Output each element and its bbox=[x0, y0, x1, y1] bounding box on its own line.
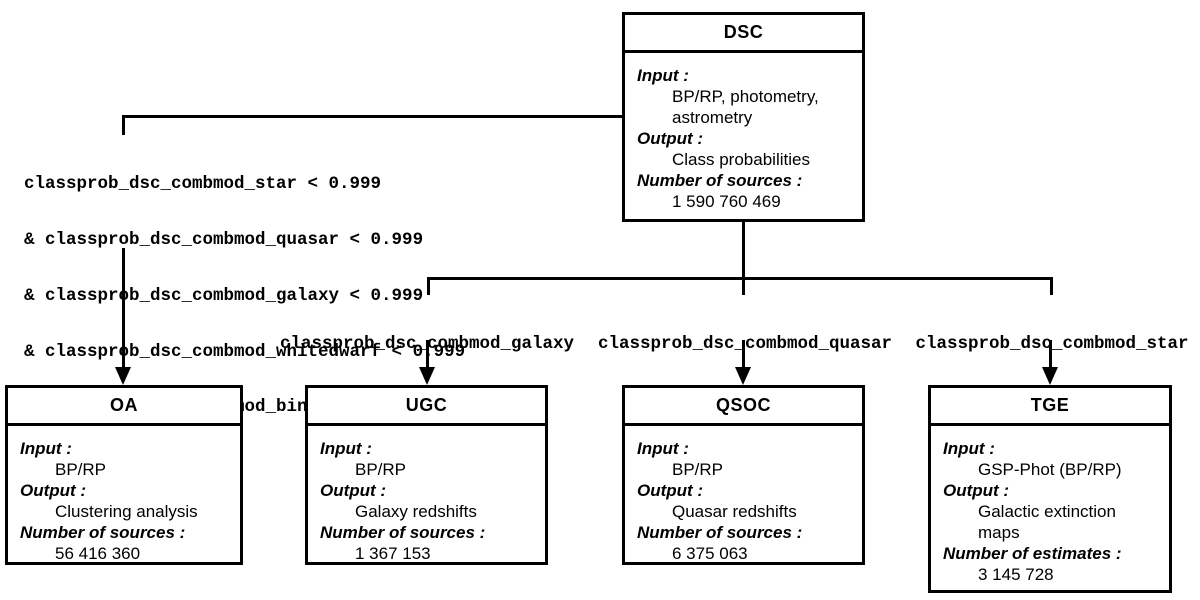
input-value: BP/RP, photometry, bbox=[672, 87, 819, 106]
input-label: Input : bbox=[637, 439, 689, 458]
node-dsc: DSC Input : BP/RP, photometry, astrometr… bbox=[622, 12, 865, 222]
connector-stub-oa bbox=[122, 115, 125, 135]
input-label: Input : bbox=[320, 439, 372, 458]
node-ugc-title: UGC bbox=[308, 388, 545, 426]
condition-line: classprob_dsc_combmod_star < 0.999 bbox=[24, 174, 382, 195]
input-label: Input : bbox=[943, 439, 995, 458]
input-value: GSP-Phot (BP/RP) bbox=[978, 460, 1122, 479]
node-oa-body: Input : BP/RP Output : Clustering analys… bbox=[8, 426, 240, 564]
condition-name: classprob_dsc_combmod_star bbox=[915, 334, 1189, 354]
arrowhead-oa bbox=[115, 367, 131, 385]
node-qsoc: QSOC Input : BP/RP Output : Quasar redsh… bbox=[622, 385, 865, 565]
output-label: Output : bbox=[637, 129, 704, 148]
output-value: maps bbox=[978, 523, 1020, 542]
condition-line: & classprob_dsc_combmod_whitedwarf < 0.9… bbox=[24, 341, 466, 362]
condition-name: classprob_dsc_combmod_quasar bbox=[597, 334, 893, 354]
count-label: Number of sources : bbox=[320, 523, 486, 542]
output-value: Quasar redshifts bbox=[672, 502, 797, 521]
input-value: BP/RP bbox=[672, 460, 724, 479]
count-label: Number of sources : bbox=[637, 523, 803, 542]
input-label: Input : bbox=[20, 439, 72, 458]
node-oa-title: OA bbox=[8, 388, 240, 426]
output-label: Output : bbox=[943, 481, 1010, 500]
output-label: Output : bbox=[320, 481, 387, 500]
output-label: Output : bbox=[20, 481, 87, 500]
connector-line-dsc-to-oa bbox=[122, 115, 625, 118]
output-value: Class probabilities bbox=[672, 150, 810, 169]
arrowhead-qsoc bbox=[735, 367, 751, 385]
node-dsc-body: Input : BP/RP, photometry, astrometry Ou… bbox=[625, 53, 862, 212]
count-value: 1 367 153 bbox=[355, 544, 431, 563]
input-label: Input : bbox=[637, 66, 689, 85]
node-dsc-title: DSC bbox=[625, 15, 862, 53]
connector-arrow-line-ugc bbox=[426, 340, 429, 370]
output-value: Galactic extinction bbox=[978, 502, 1116, 521]
input-value: BP/RP bbox=[355, 460, 407, 479]
arrowhead-ugc bbox=[419, 367, 435, 385]
output-value: Galaxy redshifts bbox=[355, 502, 477, 521]
connector-line-dsc-down bbox=[742, 222, 745, 295]
count-value: 56 416 360 bbox=[55, 544, 141, 563]
connector-stub-ugc bbox=[427, 277, 430, 295]
node-qsoc-title: QSOC bbox=[625, 388, 862, 426]
connector-arrow-line-tge bbox=[1049, 340, 1052, 370]
output-value: Clustering analysis bbox=[55, 502, 198, 521]
condition-name: classprob_dsc_combmod_galaxy bbox=[279, 334, 575, 354]
count-label: Number of estimates : bbox=[943, 544, 1122, 563]
connector-line-horizontal bbox=[427, 277, 1053, 280]
node-tge: TGE Input : GSP-Phot (BP/RP) Output : Ga… bbox=[928, 385, 1172, 593]
node-ugc: UGC Input : BP/RP Output : Galaxy redshi… bbox=[305, 385, 548, 565]
count-label: Number of sources : bbox=[637, 171, 803, 190]
condition-line: & classprob_dsc_combmod_galaxy < 0.999 bbox=[24, 285, 424, 306]
arrowhead-tge bbox=[1042, 367, 1058, 385]
count-value: 1 590 760 469 bbox=[672, 192, 781, 211]
input-value: BP/RP bbox=[55, 460, 107, 479]
node-ugc-body: Input : BP/RP Output : Galaxy redshifts … bbox=[308, 426, 545, 564]
connector-arrow-line-oa bbox=[122, 248, 125, 370]
node-tge-body: Input : GSP-Phot (BP/RP) Output : Galact… bbox=[931, 426, 1169, 585]
node-oa: OA Input : BP/RP Output : Clustering ana… bbox=[5, 385, 243, 565]
count-label: Number of sources : bbox=[20, 523, 186, 542]
connector-arrow-line-qsoc bbox=[742, 340, 745, 370]
node-tge-title: TGE bbox=[931, 388, 1169, 426]
input-value: astrometry bbox=[672, 108, 753, 127]
output-label: Output : bbox=[637, 481, 704, 500]
connector-stub-tge bbox=[1050, 277, 1053, 295]
condition-line: & classprob_dsc_combmod_quasar < 0.999 bbox=[24, 229, 424, 250]
count-value: 3 145 728 bbox=[978, 565, 1054, 584]
count-value: 6 375 063 bbox=[672, 544, 748, 563]
node-qsoc-body: Input : BP/RP Output : Quasar redshifts … bbox=[625, 426, 862, 564]
